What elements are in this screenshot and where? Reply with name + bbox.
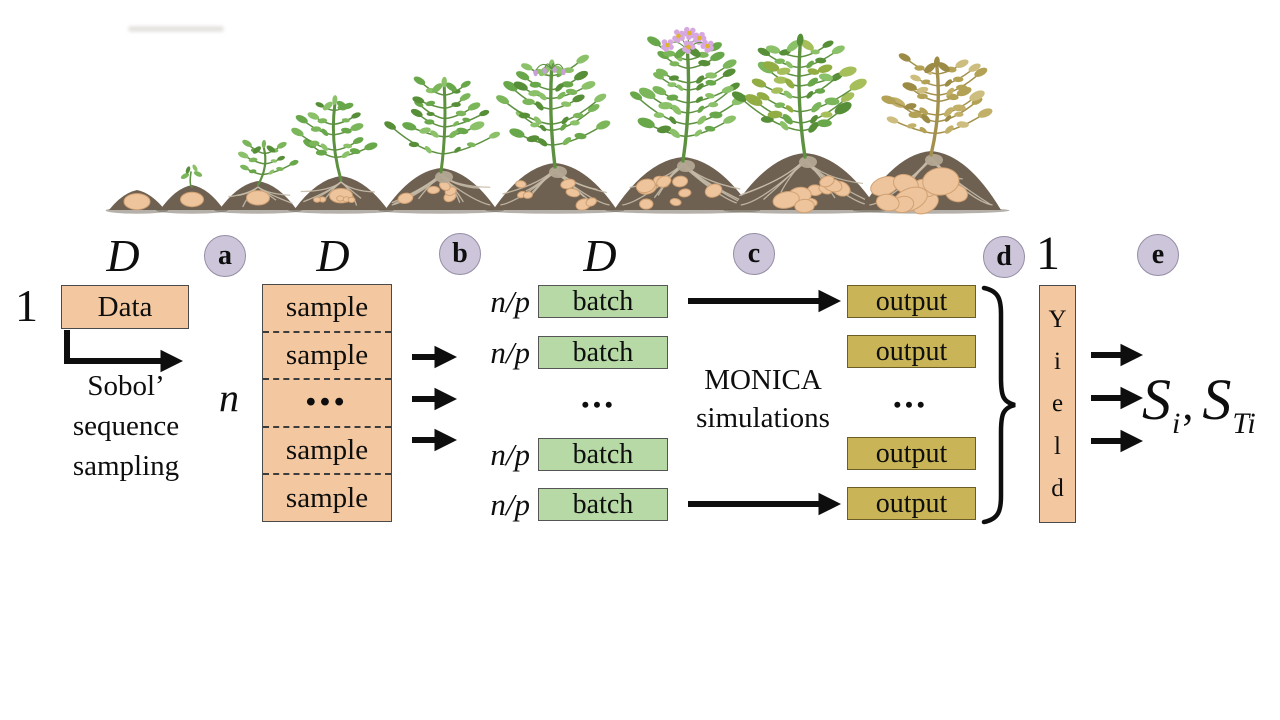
yield-letter: e (1051, 390, 1064, 418)
sample-stack: sample sample ••• sample sample (262, 284, 392, 522)
yield-letter: d (1051, 474, 1064, 502)
stage-badge-a: a (204, 235, 246, 277)
batch-ratio-label: n/p (490, 437, 530, 472)
stage-badge-d: d (983, 236, 1025, 278)
data-box-label: Data (97, 290, 153, 323)
dim-label-samples: D (316, 230, 350, 281)
batch-box-label: batch (572, 488, 634, 520)
sample-row: sample (263, 333, 391, 381)
stage-badge-c: c (733, 233, 775, 275)
yield-letter: l (1054, 432, 1061, 460)
potato-growth-stage-4 (288, 95, 394, 214)
output-ellipsis: ••• (893, 392, 929, 417)
potato-growth-stage-3 (214, 139, 302, 214)
sobol-caption-line2: sequence (72, 410, 180, 443)
sample-row: sample (263, 285, 391, 333)
monica-label: MONICA simulations (676, 361, 850, 438)
potato-growth-stage-1 (105, 190, 169, 214)
output-box-label: output (875, 487, 948, 519)
potato-growth-stage-7 (605, 26, 761, 214)
output-box-label: output (875, 437, 948, 469)
count-label-samples: n (219, 375, 239, 420)
output-box: output (847, 335, 976, 368)
sample-row-ellipsis: ••• (263, 380, 391, 428)
yield-letter: i (1054, 348, 1061, 376)
dim-label-data: D (106, 230, 140, 281)
batch-box-label: batch (572, 336, 634, 368)
watermark-smudge (128, 26, 224, 32)
batch-box: batch (538, 336, 668, 369)
stage-badge-b: b (439, 233, 481, 275)
sobol-caption-line1: Sobol’ (87, 370, 165, 402)
batch-box: batch (538, 438, 668, 471)
batch-box: batch (538, 285, 668, 318)
potato-growth-stage-2 (156, 164, 228, 214)
batch-ellipsis: ••• (581, 392, 617, 417)
si-subscript: i (1172, 407, 1181, 440)
output-box-label: output (875, 285, 948, 317)
sample-row: sample (263, 428, 391, 476)
si-symbol: S (1142, 367, 1171, 432)
sample-row: sample (285, 481, 369, 514)
potato-growth-stages-illustration (105, 26, 1010, 215)
count-label-yield: 1 (1036, 227, 1060, 280)
yield-letter: Y (1048, 306, 1067, 334)
stage-badge-e: e (1137, 234, 1179, 276)
yield-box: Y i e l d (1039, 285, 1076, 523)
batch-ratio-label: n/p (490, 335, 530, 370)
batch-ratio-label: n/p (490, 284, 530, 319)
comma: , (1182, 380, 1194, 429)
monica-label-line1: MONICA (704, 364, 822, 396)
output-box: output (847, 437, 976, 470)
output-box: output (847, 487, 976, 520)
potato-growth-stage-5 (378, 76, 504, 214)
batch-box-label: batch (572, 438, 634, 470)
batch-box: batch (538, 488, 668, 521)
sensitivity-indices: Si,STi (1142, 371, 1256, 441)
batch-ratio-label: n/p (490, 487, 530, 522)
potato-growth-stage-9 (852, 53, 1010, 215)
sobol-sampling-arrow (64, 330, 184, 373)
dim-label-batches: D (583, 230, 617, 281)
monica-label-line2: simulations (696, 402, 830, 435)
sti-subscript: Ti (1232, 407, 1256, 440)
potato-growth-stage-8 (723, 33, 887, 214)
output-box: output (847, 285, 976, 318)
batch-box-label: batch (572, 285, 634, 317)
sobol-caption-line3: sampling (72, 450, 180, 483)
sti-symbol: S (1202, 367, 1232, 432)
sobol-caption: Sobol’ sequence sampling (36, 366, 216, 486)
outputs-brace (981, 285, 1016, 525)
count-label-data: 1 (15, 280, 38, 331)
potato-growth-stage-6 (485, 54, 625, 214)
output-box-label: output (875, 335, 948, 367)
data-box: Data (61, 285, 189, 329)
